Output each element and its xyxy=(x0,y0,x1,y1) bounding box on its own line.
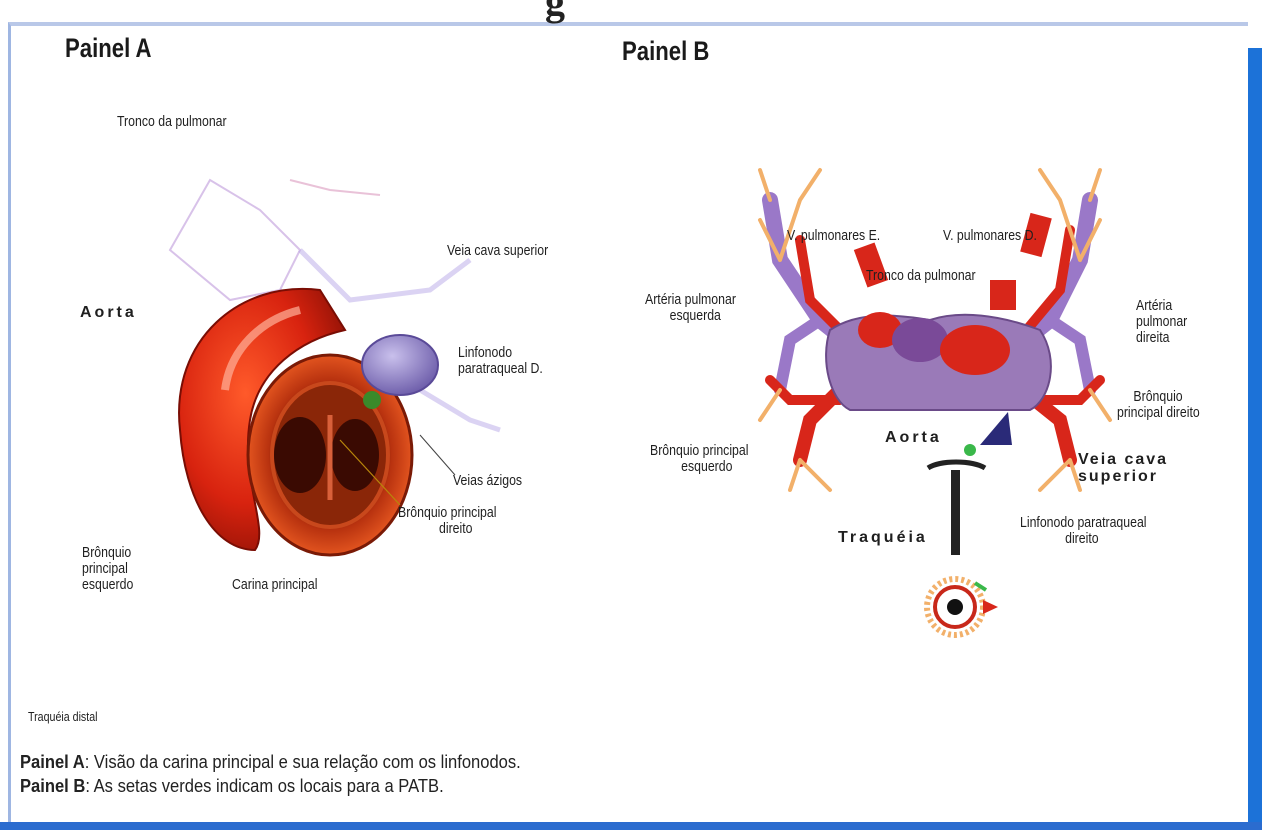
label-bronquio-dir-a-line1: Brônquio principal xyxy=(398,505,496,521)
label-bronquio-dir-b: Brônquio principal direito xyxy=(1117,389,1200,421)
label-linfonodo-b-line2: direito xyxy=(1020,531,1147,547)
label-aorta-a: Aorta xyxy=(80,305,137,322)
caption-panel-b-text: : As setas verdes indicam os locais para… xyxy=(85,776,443,796)
caption-panel-a-text: : Visão da carina principal e sua relaçã… xyxy=(85,752,521,772)
label-bronquio-dir-b-line1: Brônquio xyxy=(1117,389,1200,405)
label-v-pulm-e: V. pulmonares E. xyxy=(787,228,880,244)
label-linfonodo-a: Linfonodo paratraqueal D. xyxy=(458,345,543,377)
label-bronquio-esq-a-line1: Brônquio xyxy=(82,545,133,561)
label-tronco-pulmonar-b: Tronco da pulmonar xyxy=(866,268,976,284)
label-carina: Carina principal xyxy=(232,577,317,593)
panel-b-title: Painel B xyxy=(622,37,709,65)
label-veias-azigos: Veias ázigos xyxy=(453,473,522,489)
label-veia-cava-b-line2: superior xyxy=(1078,469,1168,486)
label-linfonodo-b: Linfonodo paratraqueal direito xyxy=(1020,515,1147,547)
label-bronquio-dir-b-line2: principal direito xyxy=(1117,405,1200,421)
panel-a-drawing xyxy=(170,180,500,555)
label-tronco-pulmonar-a: Tronco da pulmonar xyxy=(117,114,227,130)
label-bronquio-esq-b: Brônquio principal esquerdo xyxy=(650,443,748,475)
label-bronquio-dir-a-line2: direito xyxy=(398,521,496,537)
label-bronquio-esq-b-line2: esquerdo xyxy=(650,459,748,475)
label-linfonodo-b-line1: Linfonodo paratraqueal xyxy=(1020,515,1147,531)
label-bronquio-esq-a: Brônquio principal esquerdo xyxy=(82,545,133,592)
label-arteria-esq: Artéria pulmonar esquerda xyxy=(645,292,736,324)
label-veia-cava-b-line1: Veia cava xyxy=(1078,452,1168,469)
label-v-pulm-d: V. pulmonares D. xyxy=(943,228,1037,244)
label-bronquio-dir-a: Brônquio principal direito xyxy=(398,505,496,537)
label-traqueia-distal: Traquéia distal xyxy=(28,710,98,724)
label-arteria-dir-line3: direita xyxy=(1136,330,1187,346)
label-linfonodo-a-line2: paratraqueal D. xyxy=(458,361,543,377)
label-arteria-dir-line2: pulmonar xyxy=(1136,314,1187,330)
panel-a-title: Painel A xyxy=(65,34,152,62)
label-bronquio-esq-b-line1: Brônquio principal xyxy=(650,443,748,459)
caption-panel-b-label: Painel B xyxy=(20,776,85,796)
label-arteria-esq-line2: esquerda xyxy=(645,308,736,324)
caption-panel-b: Painel B: As setas verdes indicam os loc… xyxy=(20,776,444,797)
caption-panel-a-label: Painel A xyxy=(20,752,85,772)
label-arteria-dir: Artéria pulmonar direita xyxy=(1136,298,1187,345)
caption-panel-a: Painel A: Visão da carina principal e su… xyxy=(20,752,521,773)
label-bronquio-esq-a-line3: esquerdo xyxy=(82,577,133,593)
label-traqueia-b: Traquéia xyxy=(838,530,928,547)
label-aorta-b: Aorta xyxy=(885,430,942,447)
label-veia-cava-a: Veia cava superior xyxy=(447,243,548,259)
label-arteria-esq-line1: Artéria pulmonar xyxy=(645,292,736,308)
label-veia-cava-b: Veia cava superior xyxy=(1078,452,1168,486)
label-arteria-dir-line1: Artéria xyxy=(1136,298,1187,314)
label-bronquio-esq-a-line2: principal xyxy=(82,561,133,577)
label-linfonodo-a-line1: Linfonodo xyxy=(458,345,543,361)
